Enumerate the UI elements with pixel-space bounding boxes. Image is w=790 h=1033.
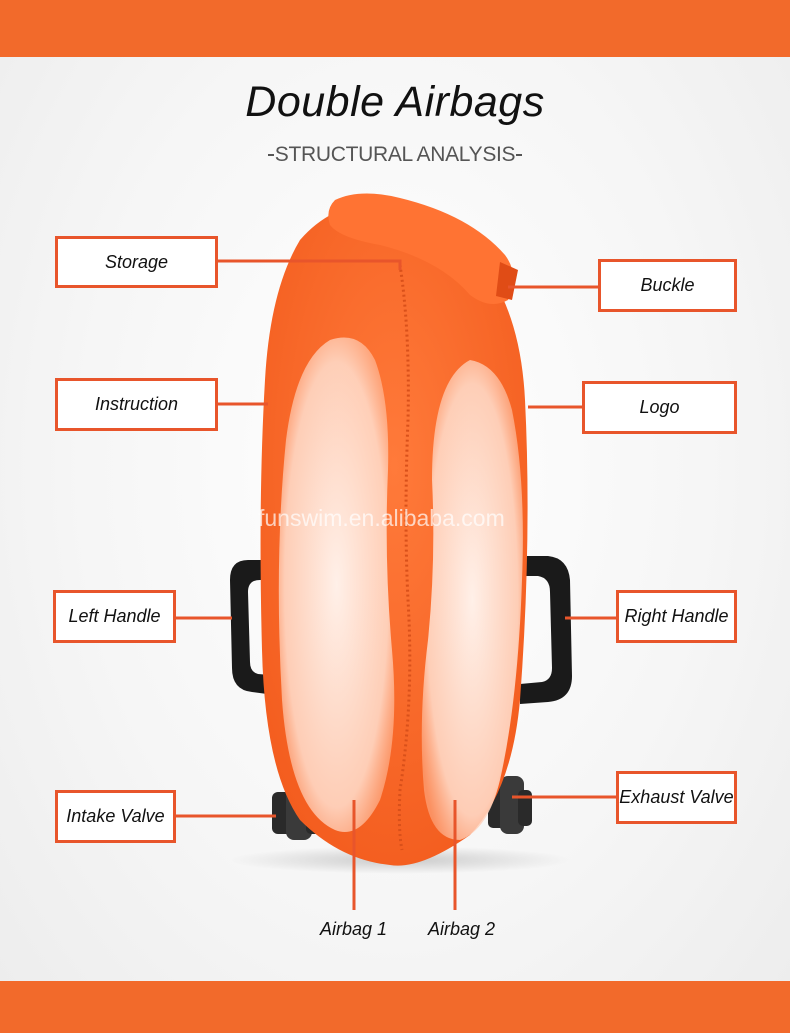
seam-line <box>397 264 412 851</box>
callout-buckle: Buckle <box>598 259 737 312</box>
airbag-2-label: Airbag 2 <box>428 919 496 939</box>
callout-instruction: Instruction <box>55 378 218 431</box>
page-subtitle: STRUCTURAL ANALYSIS <box>0 143 790 167</box>
callout-exhaust-valve: Exhaust Valve <box>616 771 737 824</box>
roll-top <box>328 193 514 304</box>
exhaust-valve-icon <box>488 776 532 834</box>
right-handle <box>520 556 572 704</box>
airbag-1-area <box>278 337 395 832</box>
callout-storage-label: Storage <box>104 251 169 272</box>
callout-left-handle: Left Handle <box>53 590 176 643</box>
top-orange-band <box>0 0 790 57</box>
callout-buckle-label: Buckle <box>640 275 695 295</box>
callout-logo: Logo <box>582 381 737 434</box>
airbag-2-area <box>421 360 523 840</box>
callout-exhaust-valve-label: Exhaust Valve <box>619 787 734 807</box>
watermark-text: funswim.en.alibaba.com <box>258 505 505 531</box>
storage-connector <box>218 259 402 270</box>
callout-storage: Storage <box>55 236 218 288</box>
subtitle-dash-left <box>267 154 274 157</box>
callout-lines <box>176 259 616 910</box>
callout-instruction-label: Instruction <box>94 394 179 414</box>
airbag-1-label: Airbag 1 <box>320 919 388 939</box>
subtitle-dash-right <box>516 154 523 157</box>
callout-intake-valve: Intake Valve <box>55 790 176 843</box>
callout-logo-label: Logo <box>639 397 680 417</box>
bottom-orange-band <box>0 981 790 1033</box>
subtitle-text: STRUCTURAL ANALYSIS <box>274 143 516 166</box>
left-handle <box>230 560 282 696</box>
callout-intake-valve-label: Intake Valve <box>66 806 165 826</box>
callout-right-handle: Right Handle <box>616 590 737 643</box>
buckle-strap <box>496 262 518 300</box>
callout-right-handle-label: Right Handle <box>624 606 729 626</box>
callout-left-handle-label: Left Handle <box>68 606 161 626</box>
page-title: Double Airbags <box>245 78 545 126</box>
